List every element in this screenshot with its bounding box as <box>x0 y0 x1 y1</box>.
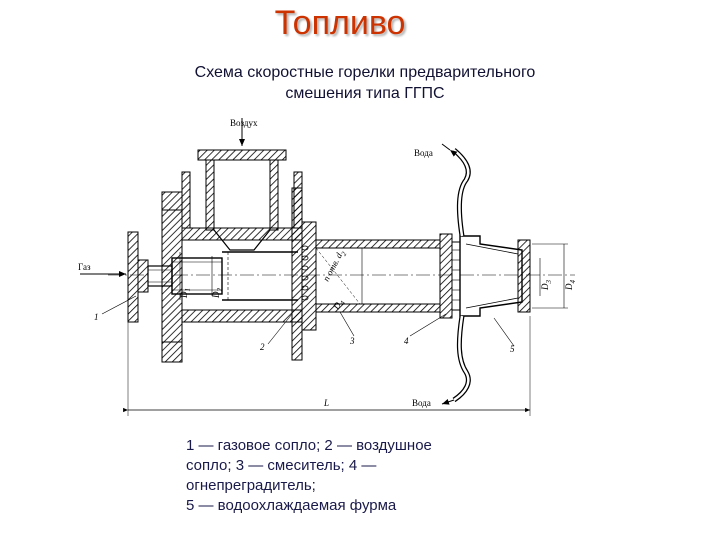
caption-line-4: 5 — водоохлаждаемая фурма <box>186 497 397 514</box>
diagram-subtitle: Схема скоростные горелки предварительног… <box>150 62 580 104</box>
svg-text:D4: D4 <box>564 280 577 292</box>
water-bottom-label: Вода <box>412 398 431 408</box>
air-label: Воздух <box>230 118 258 128</box>
part-5-text: 5 <box>510 344 515 354</box>
part-2-text: 2 <box>260 342 265 352</box>
d1-sub: 1 <box>184 288 192 292</box>
holes-label-sub: 2 <box>340 250 349 257</box>
d3-sub: 3 <box>545 280 553 285</box>
svg-text:D4: D4 <box>330 297 347 313</box>
holes-label-text: n отв. d <box>321 251 344 283</box>
flame-arrester <box>439 233 461 319</box>
air-nozzle <box>222 251 298 301</box>
d1-label: D1 <box>179 288 192 299</box>
air-inlet <box>197 118 287 251</box>
subtitle-line-1: Схема скоростные горелки предварительног… <box>194 64 536 81</box>
gas-nozzle <box>171 257 223 295</box>
mixer-flanges <box>291 187 317 361</box>
part-number-5: 5 <box>493 317 515 354</box>
d3-label: D3 <box>540 280 553 292</box>
d4-sub: 4 <box>338 299 347 306</box>
caption-line-1: 1 — газовое сопло; 2 — воздушное <box>186 437 432 454</box>
svg-text:D1: D1 <box>179 288 192 299</box>
d4b-text: D <box>564 283 574 291</box>
part-3-text: 3 <box>349 336 355 346</box>
d2-sub: 2 <box>216 288 224 292</box>
d4-label: D4 <box>330 297 347 313</box>
part-number-2: 2 <box>260 313 293 352</box>
burner-diagram: Воздух Вода Вода Газ n отв. d2 D1 D2 D4 … <box>78 118 577 416</box>
water-top-label: Вода <box>414 148 433 158</box>
part-number-1: 1 <box>94 295 137 322</box>
part-4-text: 4 <box>404 336 409 346</box>
slide-title: Топливо <box>274 4 406 42</box>
subtitle-line-2: смешения типа ГГПС <box>285 85 445 102</box>
d4b-label: D4 <box>564 280 577 292</box>
part-number-4: 4 <box>404 313 447 346</box>
gas-label: Газ <box>78 262 91 272</box>
svg-text:D3: D3 <box>540 280 553 292</box>
length-label: L <box>323 398 329 408</box>
d2-label: D2 <box>211 288 224 300</box>
legend-caption: 1 — газовое сопло; 2 — воздушное сопло; … <box>186 436 526 516</box>
part-number-3: 3 <box>339 311 355 346</box>
dimension-lines <box>123 243 568 416</box>
caption-line-2: сопло; 3 — смеситель; 4 — <box>186 457 377 474</box>
holes-label: n отв. d2 <box>321 248 349 285</box>
svg-text:D2: D2 <box>211 288 224 300</box>
d3-text: D <box>540 283 550 291</box>
d1-text: D <box>179 291 189 299</box>
d2-text: D <box>211 291 221 299</box>
d4-text: D <box>330 300 343 312</box>
part-1-text: 1 <box>94 312 99 322</box>
d4b-sub: 4 <box>569 280 577 284</box>
water-cooled-tuyere <box>441 143 531 405</box>
svg-text:n отв. d2: n отв. d2 <box>321 248 349 285</box>
caption-line-3: огнепреградитель; <box>186 477 316 494</box>
